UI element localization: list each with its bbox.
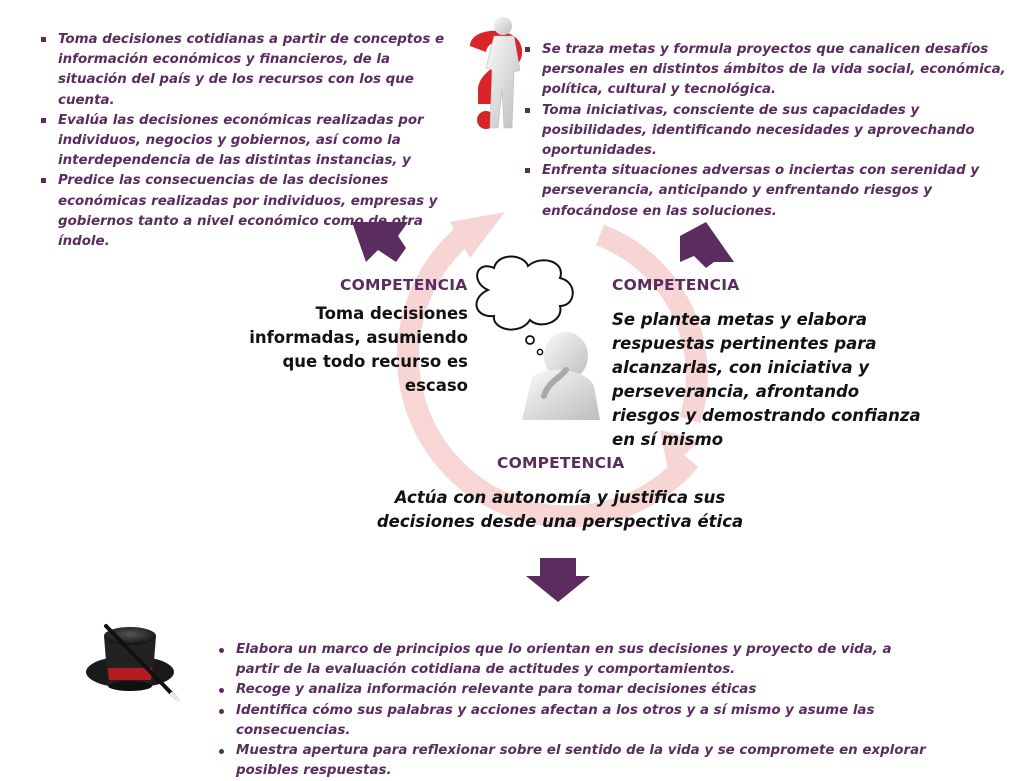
top-right-outcomes: Se traza metas y formula proyectos que c… [524,40,1014,222]
competency-right-heading: COMPETENCIA [612,276,740,294]
list-item: Enfrenta situaciones adversas o incierta… [524,161,1014,222]
list-item: Elabora un marco de principios que lo or… [218,640,938,680]
list-item: Identifica cómo sus palabras y acciones … [218,701,938,741]
magic-top-hat-icon [86,624,180,702]
list-item: Toma iniciativas, consciente de sus capa… [524,101,1014,162]
top-left-outcomes: Toma decisiones cotidianas a partir de c… [40,30,448,252]
list-item: Evalúa las decisiones económicas realiza… [40,111,448,172]
competency-bottom-heading: COMPETENCIA [497,454,625,472]
arrow-down-icon [526,558,590,602]
competency-left-heading: COMPETENCIA [340,276,468,294]
thinking-person-icon [475,255,600,420]
arrow-up-left-icon [352,222,408,262]
person-with-question-mark-icon [470,17,523,129]
list-item: Recoge y analiza información relevante p… [218,680,938,700]
arrow-up-right-icon [680,222,734,268]
list-item: Predice las consecuencias de las decisio… [40,171,448,252]
competency-bottom-text: Actúa con autonomía y justifica sus deci… [376,488,744,531]
competency-right-text: Se plantea metas y elabora respuestas pe… [612,310,921,449]
bottom-outcomes: Elabora un marco de principios que lo or… [218,640,938,781]
competency-left-text: Toma decisiones informadas, asumiendo qu… [249,304,468,395]
list-item: Se traza metas y formula proyectos que c… [524,40,1014,101]
cycle-ring [397,212,708,528]
list-item: Toma decisiones cotidianas a partir de c… [40,30,448,111]
list-item: Muestra apertura para reflexionar sobre … [218,741,938,781]
